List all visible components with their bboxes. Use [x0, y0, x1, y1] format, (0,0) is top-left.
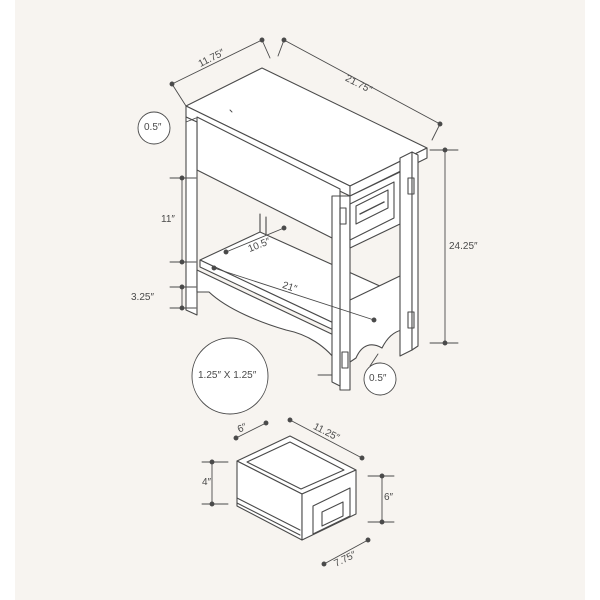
shelf-thickness-label: 0.5″ — [369, 373, 387, 384]
dimension-lines — [169, 37, 459, 376]
upper-clearance-label: 11″ — [161, 214, 175, 225]
foot-height-label: 3.25″ — [131, 292, 155, 303]
callout-circles — [137, 111, 397, 415]
drawer-front-height-label: 6″ — [384, 492, 394, 503]
drawer-inner-height-label: 4″ — [202, 477, 212, 488]
total-height-label: 24.25″ — [449, 241, 478, 252]
top-thickness-label: 0.5″ — [144, 122, 162, 133]
right-front-leg — [331, 195, 351, 391]
drawer-front — [349, 181, 395, 241]
drawer-box — [236, 435, 357, 541]
left-front-leg — [185, 116, 198, 316]
side-rectangles — [339, 177, 415, 369]
right-back-leg — [399, 151, 419, 357]
leg-section-label: 1.25″ X 1.25″ — [198, 370, 257, 381]
drawer-dimension-lines — [201, 417, 395, 567]
